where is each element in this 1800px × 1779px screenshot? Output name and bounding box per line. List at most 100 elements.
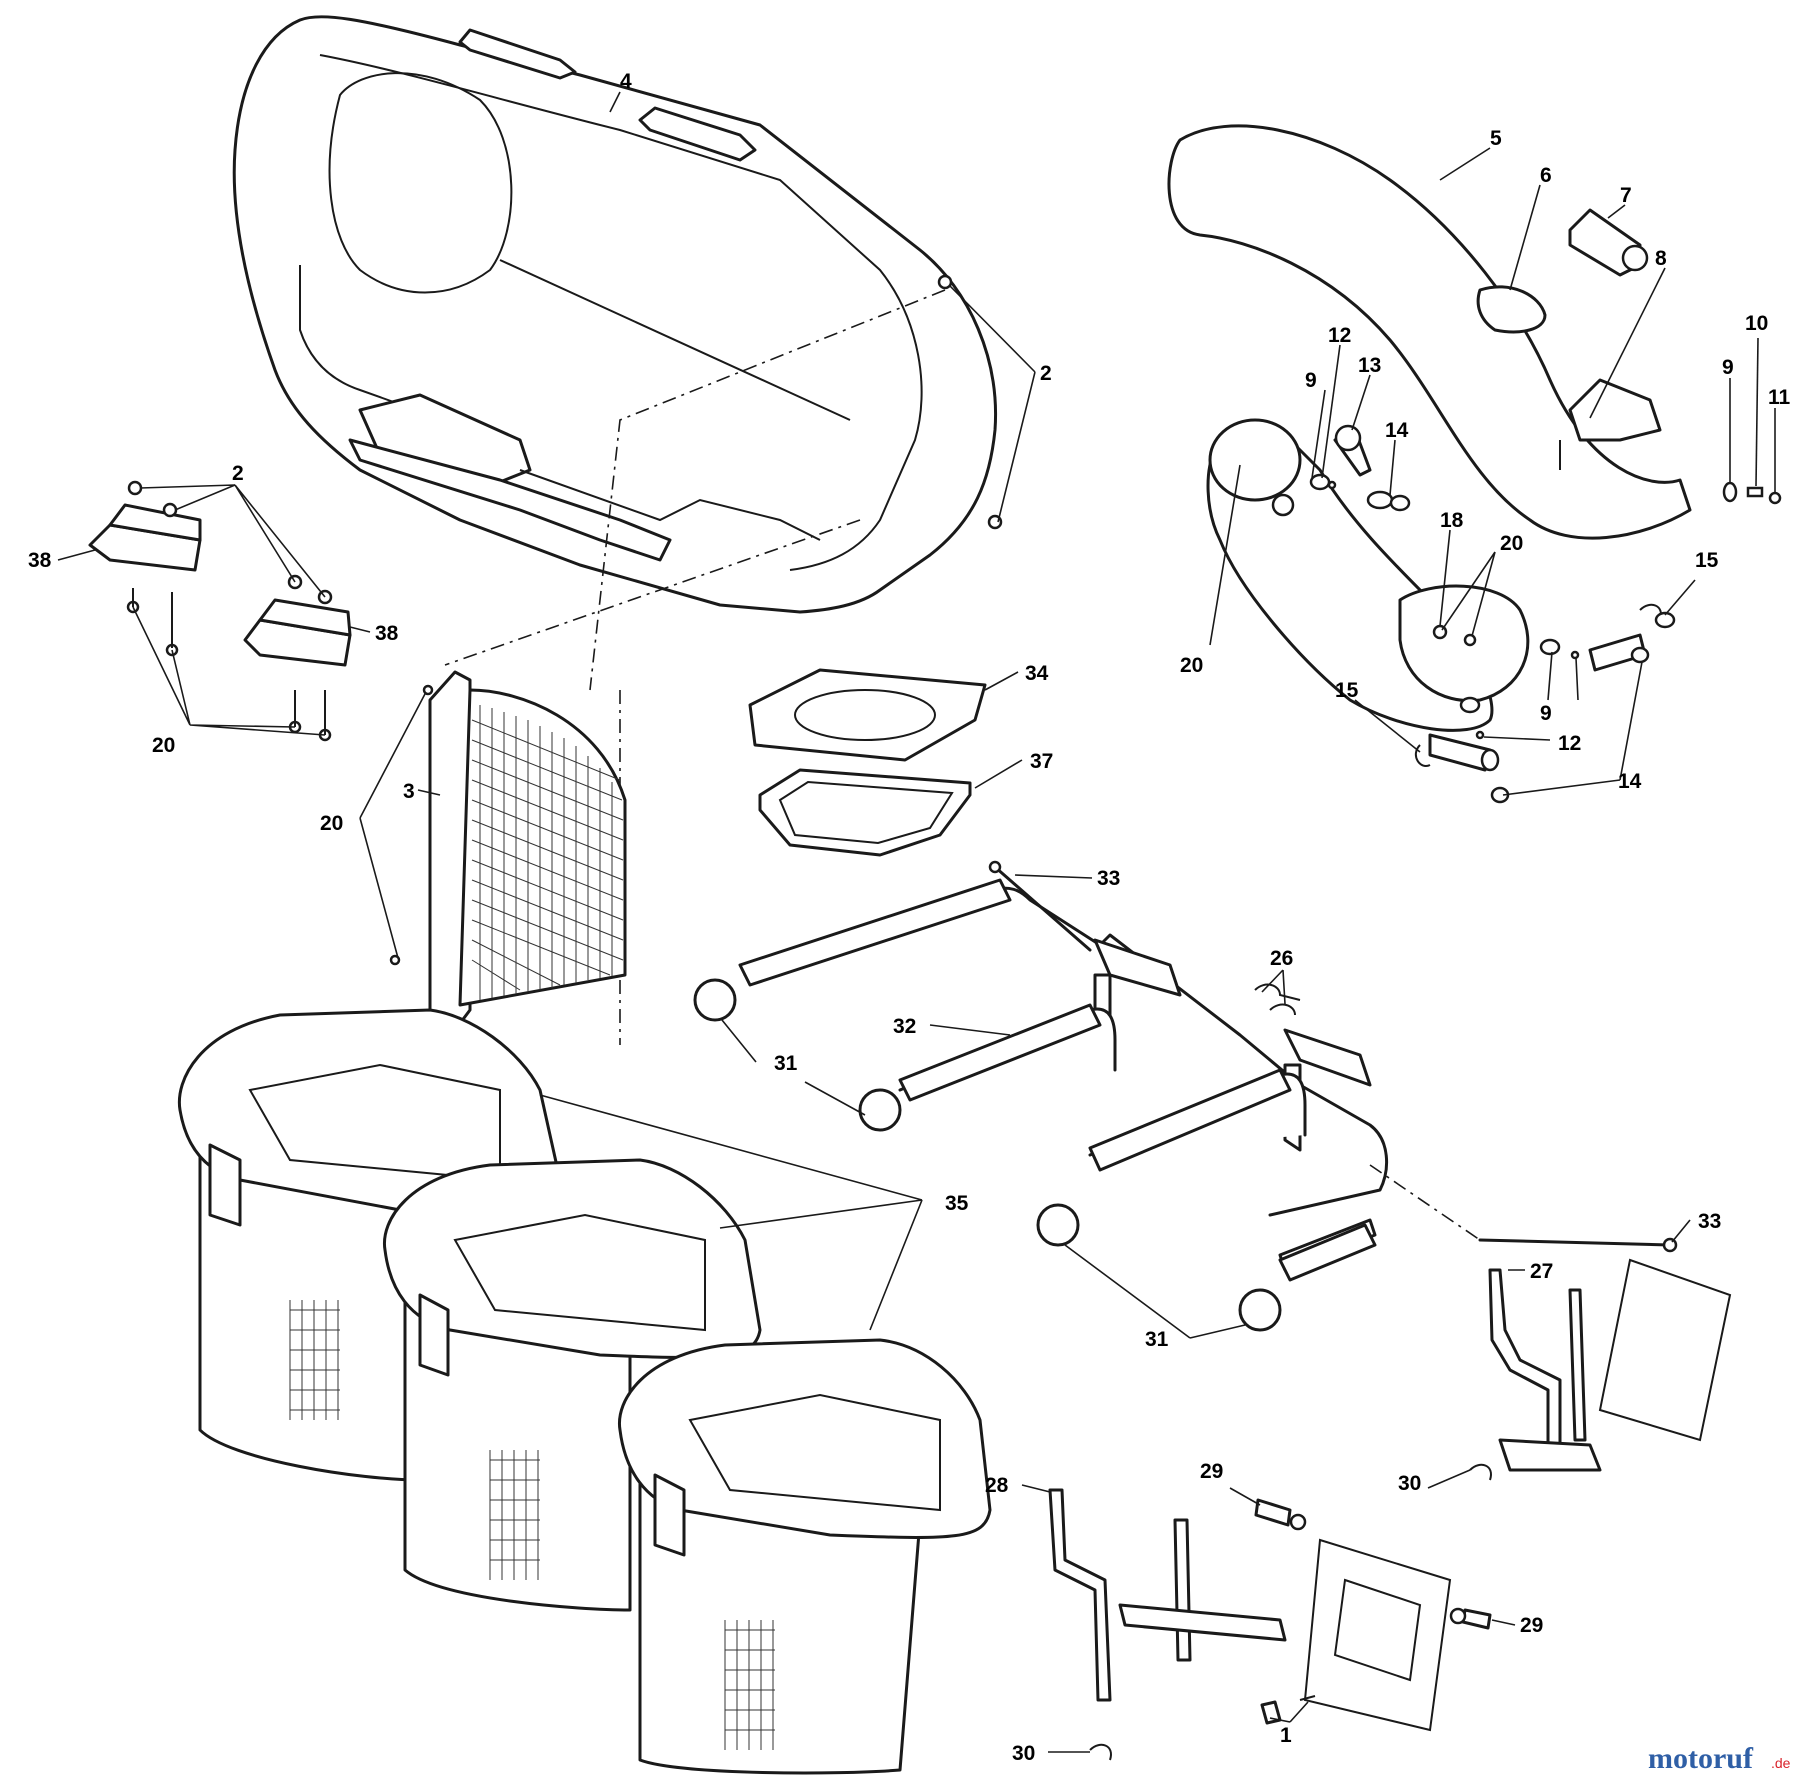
callout-5-text: 5 bbox=[1490, 127, 1502, 150]
callout-3-text: 3 bbox=[403, 780, 415, 803]
gasket-frame-37 bbox=[758, 768, 972, 857]
callout-12-upper-text: 12 bbox=[1328, 324, 1351, 347]
callout-30-upper: 30 bbox=[1398, 1469, 1471, 1495]
callout-34-text: 34 bbox=[1025, 662, 1049, 685]
callout-14-upper-text: 14 bbox=[1385, 419, 1409, 442]
callout-30-lower: 30 bbox=[1012, 1742, 1090, 1765]
callout-10: 10 bbox=[1745, 312, 1768, 487]
callout-31-lower-text: 31 bbox=[1145, 1328, 1169, 1351]
callout-10-text: 10 bbox=[1745, 312, 1768, 335]
callout-6-text: 6 bbox=[1540, 164, 1552, 187]
callout-33-upper-text: 33 bbox=[1097, 867, 1120, 890]
callout-1: 1 bbox=[1269, 1701, 1309, 1747]
bag-2 bbox=[382, 1158, 762, 1612]
callout-7-text: 7 bbox=[1620, 184, 1632, 207]
screen-part bbox=[389, 670, 627, 1032]
callout-32-text: 32 bbox=[893, 1015, 916, 1038]
callout-28: 28 bbox=[985, 1474, 1051, 1497]
clips-26 bbox=[1254, 983, 1301, 1016]
callout-29-right-text: 29 bbox=[1520, 1614, 1543, 1637]
bag-3 bbox=[617, 1338, 992, 1775]
callout-38-right-text: 38 bbox=[375, 622, 399, 645]
callout-6: 6 bbox=[1509, 164, 1552, 291]
callout-13-text: 13 bbox=[1358, 354, 1381, 377]
axle-pins-33 bbox=[988, 860, 1678, 1253]
callout-29-right: 29 bbox=[1491, 1614, 1543, 1637]
callout-29-left: 29 bbox=[1200, 1460, 1261, 1506]
callout-12-lower-text: 12 bbox=[1558, 732, 1581, 755]
callout-32: 32 bbox=[893, 1015, 1011, 1038]
watermark-text: motoruf bbox=[1648, 1742, 1754, 1775]
callout-14-lower-text: 14 bbox=[1618, 770, 1642, 793]
callout-4: 4 bbox=[609, 70, 632, 113]
callout-20-brackets: 20 bbox=[132, 606, 326, 757]
callout-27: 27 bbox=[1508, 1260, 1553, 1283]
callout-38-left-text: 38 bbox=[28, 549, 52, 572]
callout-18-text: 18 bbox=[1440, 509, 1464, 532]
gasket-plate-34 bbox=[748, 668, 987, 762]
handle-7 bbox=[1568, 208, 1649, 277]
bracket-left bbox=[88, 480, 202, 657]
callout-3: 3 bbox=[403, 780, 441, 803]
rod-28 bbox=[1048, 1488, 1287, 1702]
callout-12-upper: 12 bbox=[1321, 324, 1351, 479]
callout-1-text: 1 bbox=[1280, 1724, 1292, 1747]
callout-15-right-text: 15 bbox=[1695, 549, 1719, 572]
callout-29-left-text: 29 bbox=[1200, 1460, 1223, 1483]
watermark-logo: motoruf .de bbox=[1648, 1742, 1791, 1775]
callout-8: 8 bbox=[1589, 247, 1667, 419]
mount-plate-upper bbox=[1598, 1258, 1732, 1442]
callout-18: 18 bbox=[1439, 509, 1464, 627]
callout-9-lower: 9 bbox=[1540, 651, 1553, 725]
callout-15-right: 15 bbox=[1664, 549, 1719, 616]
callout-14-lower: 14 bbox=[1502, 661, 1643, 796]
mount-plate-lower bbox=[1303, 1538, 1452, 1732]
callout-20-screen-text: 20 bbox=[320, 812, 343, 835]
callout-33-lower: 33 bbox=[1671, 1210, 1721, 1243]
callout-9-upper-text: 9 bbox=[1305, 369, 1317, 392]
callout-2-brackets-text: 2 bbox=[232, 462, 244, 485]
callout-20-brackets-text: 20 bbox=[152, 734, 175, 757]
callout-5: 5 bbox=[1439, 127, 1502, 181]
callout-31-upper-text: 31 bbox=[774, 1052, 798, 1075]
callout-2-hopper-text: 2 bbox=[1040, 362, 1052, 385]
callout-9-lower-text: 9 bbox=[1540, 702, 1552, 725]
callout-31-upper: 31 bbox=[721, 1019, 866, 1116]
callout-28-text: 28 bbox=[985, 1474, 1009, 1497]
callout-37: 37 bbox=[974, 750, 1053, 789]
bag-1 bbox=[177, 1008, 562, 1482]
callout-20-tube-text: 20 bbox=[1180, 654, 1203, 677]
callout-35: 35 bbox=[539, 1094, 969, 1331]
callout-31-lower: 31 bbox=[1064, 1244, 1246, 1351]
pivot-hardware-lower bbox=[1414, 603, 1676, 804]
callout-34: 34 bbox=[984, 662, 1049, 691]
hopper-part bbox=[232, 15, 1003, 614]
callout-20-elbow: 20 bbox=[1441, 532, 1523, 637]
deflector-6 bbox=[1476, 285, 1547, 334]
callout-4-text: 4 bbox=[620, 70, 632, 93]
elbow-18 bbox=[1398, 584, 1530, 703]
callout-11: 11 bbox=[1768, 386, 1791, 492]
callout-38-left: 38 bbox=[28, 549, 96, 572]
callout-33-lower-text: 33 bbox=[1698, 1210, 1721, 1233]
callout-15-left-text: 15 bbox=[1335, 679, 1359, 702]
rod-27 bbox=[1488, 1268, 1602, 1472]
bracket-right bbox=[243, 574, 352, 742]
callout-2-hopper: 2 bbox=[949, 285, 1052, 523]
hardware-9-10-11 bbox=[1722, 481, 1782, 505]
screen-mesh bbox=[471, 705, 624, 1000]
callout-15-left: 15 bbox=[1335, 679, 1421, 753]
callout-9-upper: 9 bbox=[1305, 369, 1326, 479]
callout-38-right: 38 bbox=[349, 622, 399, 645]
chute-part bbox=[1167, 124, 1692, 540]
callout-27-text: 27 bbox=[1530, 1260, 1553, 1283]
callout-7: 7 bbox=[1607, 184, 1632, 219]
callout-13: 13 bbox=[1351, 354, 1381, 431]
callout-33-upper: 33 bbox=[1014, 867, 1120, 890]
callout-2-brackets: 2 bbox=[139, 462, 326, 598]
callout-20-screen: 20 bbox=[320, 691, 427, 959]
callout-12-lower: 12 bbox=[1483, 657, 1581, 755]
callout-11-text: 11 bbox=[1768, 386, 1791, 409]
